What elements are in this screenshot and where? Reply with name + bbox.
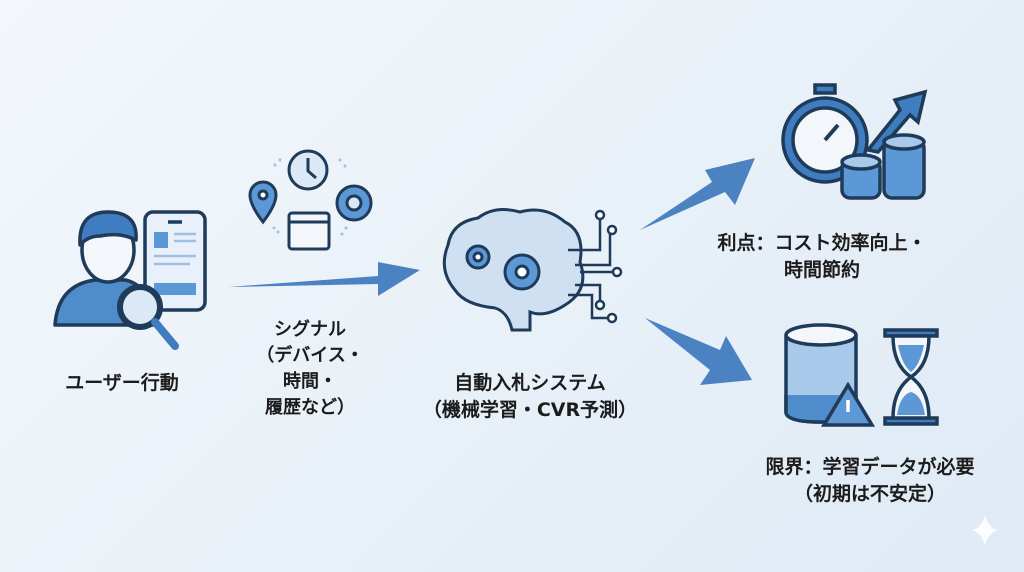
benefit-label: 利点：コスト効率向上・時間節約 [717, 232, 927, 281]
limit-label: 限界：学習データが必要（初期は不安定） [765, 456, 975, 505]
ai-brain-gears-icon [442, 208, 623, 332]
database-warning-hourglass-icon [784, 323, 939, 427]
signal-label: シグナル（デバイス・時間・履歴など） [256, 319, 364, 418]
sparkle-icon [972, 515, 998, 546]
arrow-to-system [228, 262, 420, 296]
arrow-to-benefit [640, 158, 755, 230]
user-action-label: ユーザー行動 [65, 372, 179, 394]
user-phone-magnifier-icon [53, 210, 207, 350]
stopwatch-coins-growth-icon [781, 83, 928, 200]
signal-icons-cluster [248, 149, 373, 251]
arrow-to-limit [645, 318, 752, 385]
system-label: 自動入札システム（機械学習・CVR予測） [422, 372, 638, 421]
